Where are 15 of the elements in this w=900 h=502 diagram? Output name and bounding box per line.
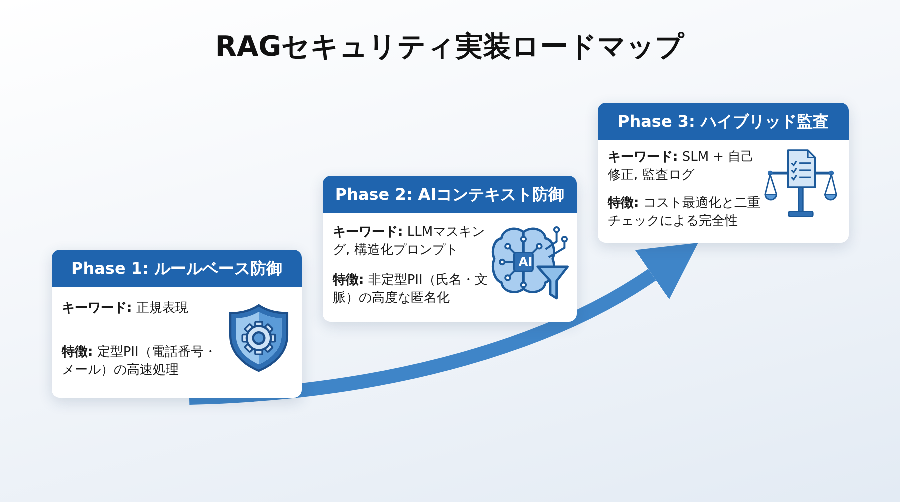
phase-card (323, 176, 577, 322)
keyword-text: キーワード: SLM + 自己修正, 監査ログ (608, 149, 756, 186)
feature-text: 特徴: 定型PII（電話番号・メール）の高速処理 (62, 344, 218, 380)
keyword-text: キーワード: LLMマスキング, 構造化プロンプト (333, 224, 486, 260)
chip-label: AI (518, 256, 533, 268)
phase-header: Phase 2: AIコンテキスト防御 (323, 176, 577, 213)
phase-card (598, 103, 849, 243)
phase-header: Phase 3: ハイブリッド監査 (598, 103, 849, 140)
feature-text: 特徴: コスト最適化と二重チェックによる完全性 (608, 195, 762, 232)
feature-text: 特徴: 非定型PII（氏名・文脈）の高度な匿名化 (333, 272, 489, 308)
keyword-text: キーワード: 正規表現 (62, 300, 190, 318)
diagram-title: RAGセキュリティ実装ロードマップ (215, 30, 685, 64)
phase-card (52, 250, 302, 398)
phase-header: Phase 1: ルールベース防御 (52, 250, 302, 287)
progress-arrow (189, 244, 700, 405)
